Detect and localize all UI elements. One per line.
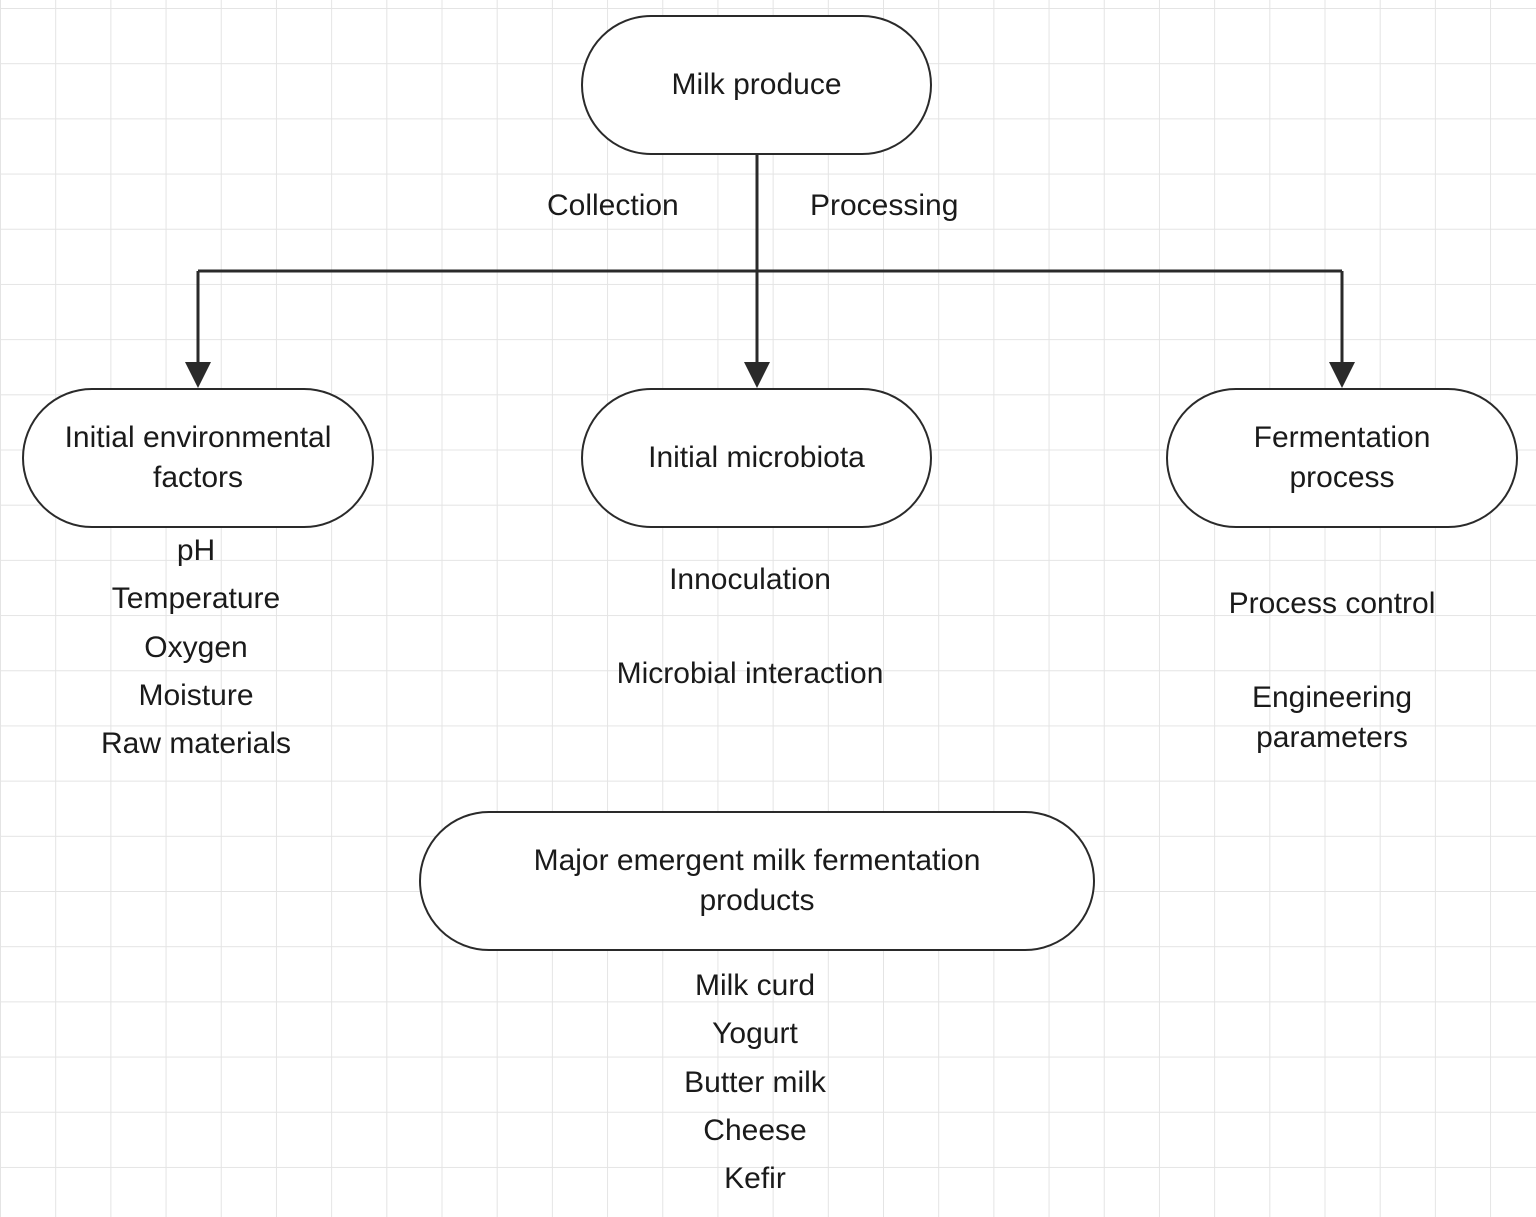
list-item: Cheese	[703, 1113, 807, 1147]
node-initial-environmental-factors: Initial environmental factors	[22, 388, 374, 528]
root-node-label: Milk produce	[671, 68, 842, 101]
edge-label-collection: Collection	[547, 189, 679, 222]
edge-label-processing: Processing	[810, 189, 959, 222]
list-item: Innoculation	[669, 563, 831, 596]
list-item: Microbial interaction	[616, 657, 884, 690]
fermentation-process-list: Process control Engineering parameters	[1202, 584, 1462, 758]
list-item: Yogurt	[712, 1017, 798, 1051]
node-initial-microbiota: Initial microbiota	[581, 388, 932, 528]
list-item: pH	[176, 534, 216, 567]
arrowhead-center	[744, 362, 770, 388]
node-label-environmental: Initial environmental factors	[64, 421, 332, 494]
list-item: Kefir	[724, 1162, 786, 1196]
root-node-milk-produce: Milk produce	[581, 15, 932, 155]
node-label-products: Major emergent milk fermentation product…	[533, 844, 981, 917]
arrowhead-left	[185, 362, 211, 388]
node-major-emergent-products: Major emergent milk fermentation product…	[419, 811, 1095, 951]
node-fermentation-process: Fermentation process	[1166, 388, 1518, 528]
list-item: Temperature	[111, 582, 281, 616]
environmental-factors-list: pH Temperature Oxygen Moisture Raw mater…	[36, 527, 356, 768]
node-label-fermentation: Fermentation process	[1253, 421, 1431, 494]
list-item: Milk curd	[694, 969, 815, 1002]
products-list: Milk curd Yogurt Butter milk Cheese Kefi…	[595, 962, 915, 1203]
list-item: Oxygen	[144, 630, 248, 664]
arrowhead-right	[1329, 362, 1355, 388]
node-label-microbiota: Initial microbiota	[648, 441, 865, 474]
list-item: Butter milk	[684, 1065, 826, 1099]
list-item: Process control	[1228, 587, 1436, 620]
list-item: Engineering parameters	[1251, 681, 1413, 754]
list-item: Raw materials	[100, 727, 292, 761]
microbiota-list: Innoculation Microbial interaction	[570, 560, 930, 694]
list-item: Moisture	[138, 678, 254, 712]
